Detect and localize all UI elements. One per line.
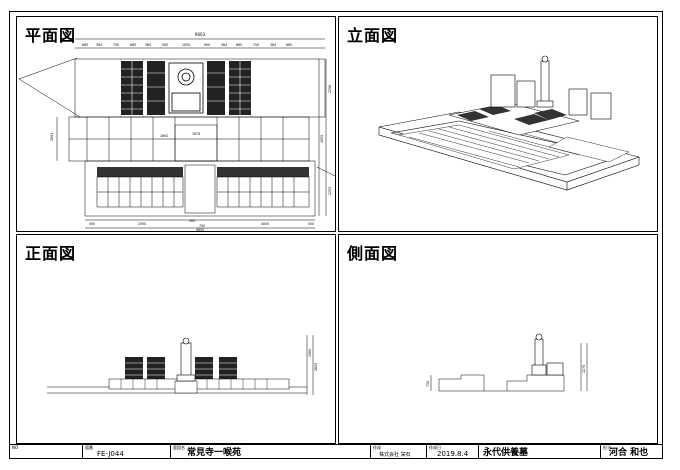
plan-dim: 9600 [196, 228, 204, 232]
elevation-view-panel: 立面図 [338, 16, 658, 232]
title-block: NO 図番 FE-J044 霊園名 常見寺一喉苑 作成 株式会社 栄石 作成日 … [9, 444, 663, 459]
plan-dim: 665 [130, 43, 136, 47]
side-view-drawing: 2270 750 [426, 333, 588, 392]
plan-dim: 4000 [261, 222, 269, 226]
plan-dim: 364 [145, 43, 151, 47]
tb-cemetery-name: 常見寺一喉苑 [187, 448, 242, 458]
elevation-view-drawing [378, 55, 641, 191]
plan-dim: 665 [236, 43, 242, 47]
tb-author-cell: 担当 河合 和也 [600, 445, 662, 458]
plan-dim: 1050 [182, 43, 190, 47]
side-view-panel: 側面図 2270 750 [338, 234, 658, 444]
front-height-dim: 1580 [308, 349, 312, 357]
tb-company-label: 作成 [373, 445, 381, 450]
front-view-title: 正面図 [25, 244, 77, 263]
plan-view-drawing: 9603 665 364 750 665 364 900 1050 900 36… [18, 32, 335, 232]
plan-dim: 500 [308, 222, 314, 226]
plan-total-width: 9603 [195, 32, 206, 37]
plan-dim: 750 [113, 43, 119, 47]
plan-dim: 665 [286, 43, 292, 47]
plan-right-dim: 2255 [328, 187, 332, 195]
tb-company-cell: 作成 株式会社 栄石 [370, 445, 426, 458]
plan-dim: 364 [270, 43, 276, 47]
tb-subject: 永代供養墓 [483, 448, 529, 458]
plan-dim: 2050 [138, 222, 146, 226]
plan-dim: 900 [162, 43, 168, 47]
plan-dim: 700 [199, 224, 205, 228]
tb-drawing-no-label: 図番 [85, 445, 93, 450]
tb-no-cell: NO [10, 445, 82, 458]
side-height-dim: 2270 [582, 365, 586, 373]
tb-date-cell: 作成日 2019.8.4 [426, 445, 478, 458]
plan-dim: 750 [253, 43, 259, 47]
side-view-title: 側面図 [347, 244, 399, 263]
tb-name-cell: 霊園名 常見寺一喉苑 [170, 445, 370, 458]
tb-name-label: 霊園名 [173, 445, 185, 450]
plan-left-dim: 1891 [50, 133, 54, 141]
plan-dim: 500 [189, 219, 195, 223]
plan-dim: 364 [96, 43, 102, 47]
plan-right-dim: 2256 [328, 85, 332, 93]
elevation-view-title: 立面図 [347, 26, 399, 45]
plan-view-title: 平面図 [25, 26, 77, 45]
tb-no-label: NO [12, 445, 19, 450]
tb-author-label: 担当 [603, 445, 611, 450]
plan-dim: 900 [204, 43, 210, 47]
plan-mid-dim: 1892 [160, 134, 168, 138]
front-view-drawing: 1580 2655 [47, 335, 318, 395]
plan-right-dim: 1855 [320, 135, 324, 143]
tb-company: 株式会社 栄石 [379, 452, 411, 458]
plan-view-panel: 平面図 [16, 16, 336, 232]
tb-subject-cell: 永代供養墓 [478, 445, 600, 458]
plan-dim: 364 [221, 43, 227, 47]
tb-author: 河合 和也 [609, 448, 649, 458]
plan-dim: 665 [82, 43, 88, 47]
tb-date: 2019.8.4 [437, 450, 469, 458]
tb-date-label: 作成日 [429, 445, 441, 450]
front-height-dim: 2655 [314, 363, 318, 371]
tb-drawing-no: FE-J044 [97, 450, 124, 458]
plan-dim: 500 [89, 222, 95, 226]
tb-drawing-no-cell: 図番 FE-J044 [82, 445, 170, 458]
plan-mid-dim: 1678 [192, 132, 200, 136]
front-view-panel: 正面図 [16, 234, 336, 444]
drawing-sheet: 平面図 [9, 11, 663, 459]
side-small-dim: 750 [426, 381, 430, 387]
